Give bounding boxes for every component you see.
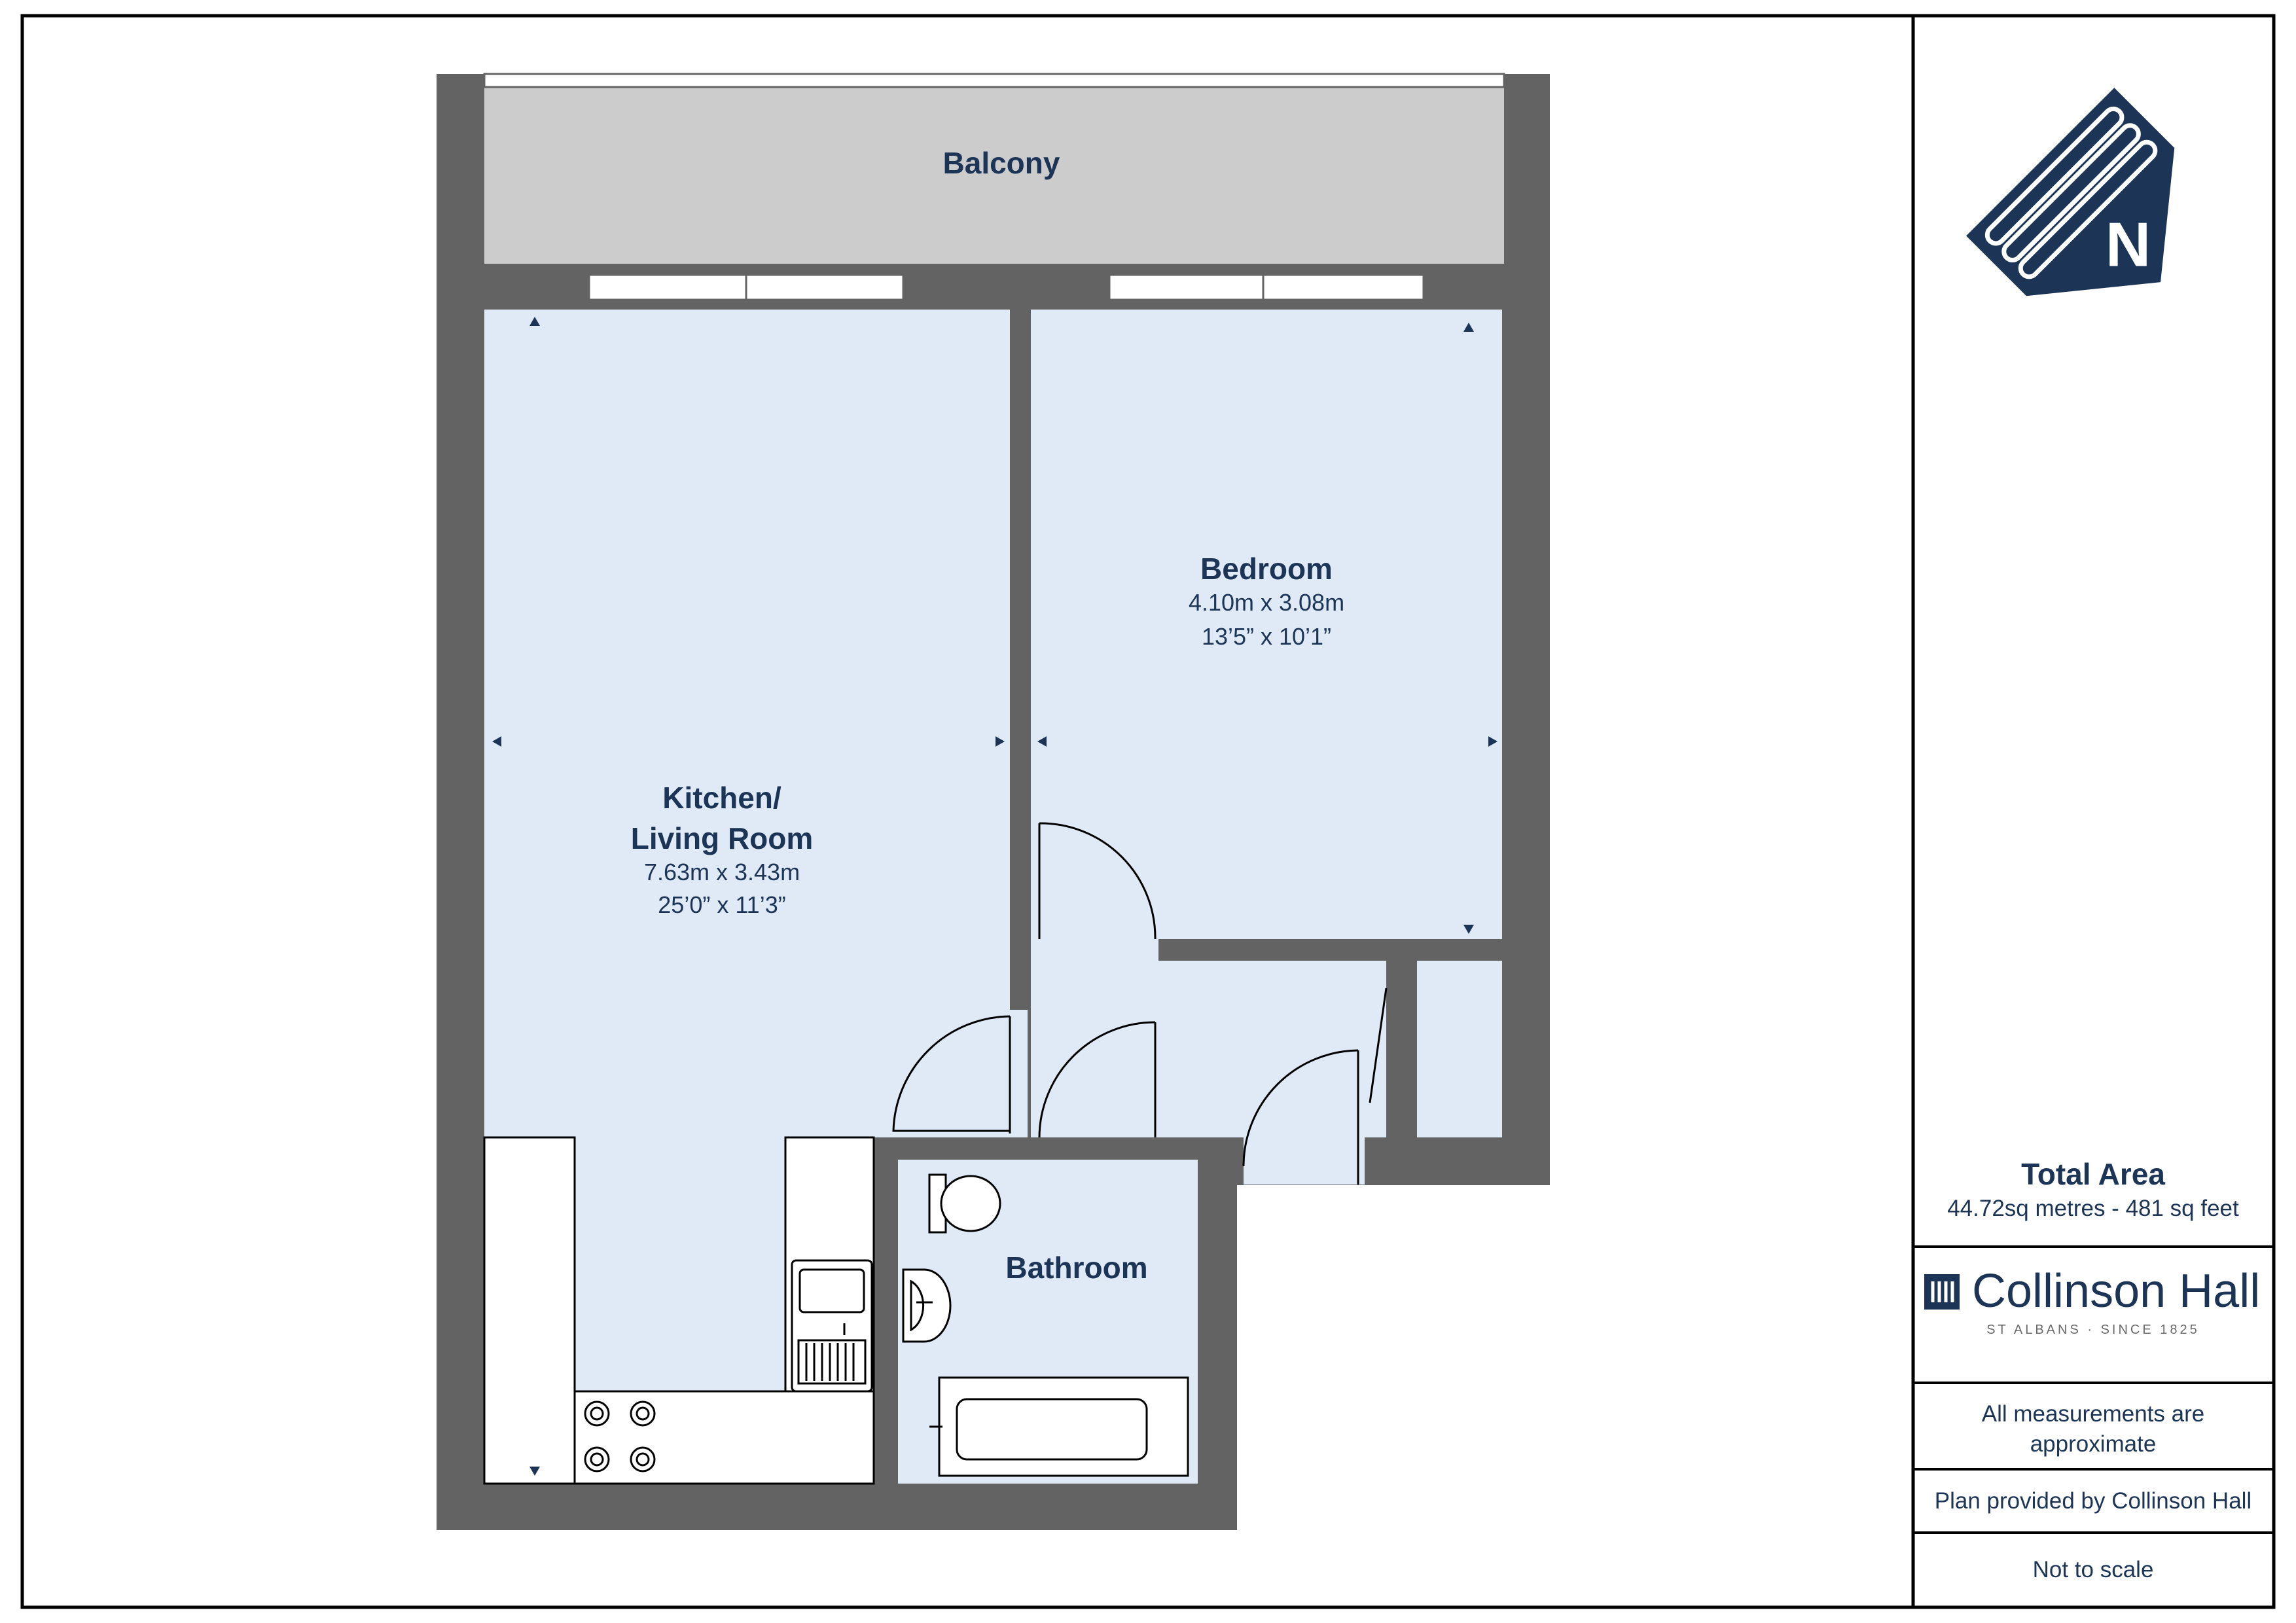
- window: [588, 274, 751, 301]
- measurement-arrows: [492, 317, 1498, 1476]
- basin-icon: [902, 1268, 952, 1343]
- hob-icon: [584, 1400, 656, 1472]
- bedroom-imperial: 13’5” x 10’1”: [1202, 623, 1331, 650]
- bedroom-floor: [1031, 310, 1502, 939]
- brand-mark-icon: [1924, 1274, 1960, 1310]
- kitchen-metric: 7.63m x 3.43m: [644, 859, 800, 885]
- plan-provider: Plan provided by Collinson Hall: [1935, 1488, 2251, 1514]
- toilet-icon: [928, 1173, 1001, 1234]
- kitchen-living-room-floor: [484, 310, 1028, 1484]
- wall-pier: [1424, 264, 1502, 310]
- door-swing-bedroom: [1039, 822, 1157, 940]
- balcony-label: Balcony: [943, 146, 1060, 180]
- wall-pier: [484, 264, 589, 310]
- total-area-value: 44.72sq metres - 481 sq feet: [1947, 1196, 2239, 1221]
- cupboard-floor: [1417, 961, 1502, 1137]
- floor-plan: Balcony Bedroom 4.10m x 3.08m 13’5” x 10…: [437, 73, 1550, 1530]
- door-swing-kitchen: [892, 1015, 1011, 1132]
- door-swing-entrance: [1242, 1049, 1359, 1167]
- hallway-floor: [1031, 939, 1386, 1185]
- partition-wall: [1010, 310, 1031, 1010]
- window: [1108, 274, 1268, 301]
- bedroom-label: Bedroom: [1200, 552, 1333, 586]
- cupboard-south-wall: [1365, 1137, 1550, 1185]
- bathroom-west-wall: [877, 1137, 898, 1484]
- balcony-area: [484, 74, 1504, 264]
- brand-name: Collinson Hall: [1972, 1265, 2260, 1317]
- scale-note: Not to scale: [2033, 1557, 2154, 1582]
- door-swing-bathroom: [1038, 1021, 1156, 1138]
- bath-icon: [929, 1376, 1189, 1477]
- measurement-note-line2: approximate: [2030, 1431, 2157, 1457]
- bathroom-label: Bathroom: [1005, 1251, 1147, 1285]
- compass-letter: N: [2106, 210, 2151, 280]
- window: [745, 274, 905, 301]
- cupboard-wall: [1386, 961, 1417, 1137]
- kitchen-sink-icon: [791, 1259, 873, 1393]
- kitchen-label-line2: Living Room: [631, 821, 814, 855]
- worktop: [573, 1390, 875, 1485]
- total-area-title: Total Area: [2021, 1157, 2165, 1191]
- north-arrow-icon: N: [1966, 88, 2175, 296]
- bathroom-east-wall: [1198, 1160, 1237, 1484]
- bathroom-north-east-wall: [1158, 1137, 1237, 1160]
- bedroom-south-wall: [1158, 939, 1502, 961]
- brand-logo: Collinson Hall ST ALBANS · SINCE 1825: [1924, 1265, 2260, 1337]
- brand-tagline: ST ALBANS · SINCE 1825: [1986, 1323, 2200, 1337]
- worktop: [483, 1136, 576, 1485]
- bathroom-north-wall: [877, 1137, 1041, 1160]
- balcony-railing: [483, 73, 1505, 88]
- wall-pier: [903, 264, 1109, 310]
- window: [1262, 274, 1425, 301]
- door-leaf: [1369, 988, 1388, 1103]
- kitchen-label-line1: Kitchen/: [662, 781, 781, 815]
- kitchen-imperial: 25’0” x 11’3”: [658, 891, 785, 918]
- measurement-note-line1: All measurements are: [1982, 1401, 2204, 1427]
- bedroom-metric: 4.10m x 3.08m: [1189, 589, 1344, 616]
